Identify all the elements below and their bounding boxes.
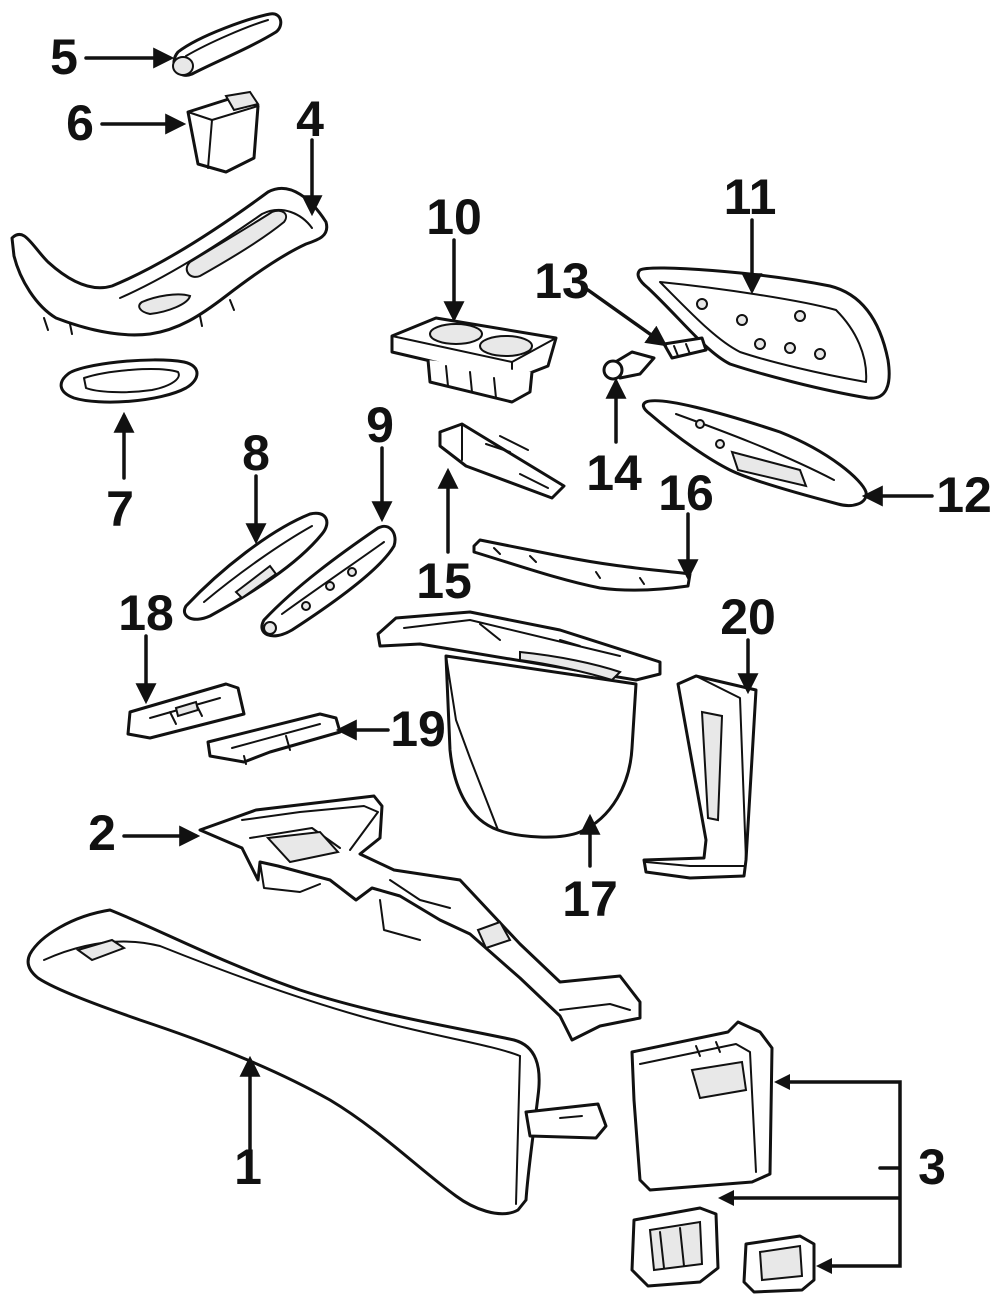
callout-8: 8	[242, 425, 270, 481]
part-5-grip-pad	[172, 12, 283, 77]
leader-3-arrow-a	[774, 1074, 790, 1090]
part-1-console-body	[26, 908, 608, 1216]
callout-13: 13	[534, 253, 590, 309]
callout-7: 7	[106, 481, 134, 537]
callout-1: 1	[234, 1139, 262, 1195]
leader-3	[726, 1080, 902, 1268]
part-17-storage-bin	[376, 610, 662, 839]
callout-4: 4	[296, 91, 324, 147]
part-14-knob	[602, 350, 656, 381]
callout-3: 3	[918, 1139, 946, 1195]
callout-2: 2	[88, 805, 116, 861]
callout-17: 17	[562, 871, 618, 927]
part-4-console-top-bezel	[10, 186, 329, 337]
part-2-console-base	[198, 794, 642, 1042]
part-20-side-bracket	[642, 674, 758, 880]
part-3-rear-trim-panel	[630, 1020, 774, 1192]
part-13-latch	[662, 336, 708, 360]
leader-lines	[84, 47, 934, 1274]
callout-14: 14	[586, 445, 642, 501]
leader-3-arrow-c	[816, 1258, 832, 1274]
callout-20: 20	[720, 589, 776, 645]
callout-11: 11	[724, 169, 777, 225]
part-12-lid-inner-panel	[641, 399, 868, 507]
callout-16: 16	[658, 465, 714, 521]
part-19-bracket	[206, 712, 342, 765]
callout-9: 9	[366, 397, 394, 453]
part-3-vent-large	[630, 1206, 720, 1288]
part-15-bracket	[438, 422, 566, 500]
callout-6: 6	[66, 95, 94, 151]
part-10-cup-holder	[390, 316, 558, 404]
part-7-ring-trim	[59, 358, 199, 404]
callout-labels: 1 2 3 4 5 6 7 8 9 10 11 12 13 14 15 16 1…	[50, 29, 992, 1195]
leader-3-arrow-b	[718, 1190, 734, 1206]
callout-10: 10	[426, 189, 482, 245]
callout-18: 18	[118, 585, 174, 641]
part-3-vent-small	[742, 1234, 816, 1294]
callout-12: 12	[936, 467, 992, 523]
leader-13	[586, 288, 668, 347]
callout-5: 5	[50, 29, 78, 85]
part-18-small-bracket	[126, 682, 246, 740]
callout-15: 15	[416, 553, 472, 609]
callout-19: 19	[390, 701, 446, 757]
part-16-trim-strip	[472, 538, 692, 592]
part-11-lid-panel	[636, 266, 891, 400]
part-8-side-rail	[183, 511, 329, 621]
part-9-side-rail	[260, 525, 397, 638]
part-6-cup-insert	[186, 90, 260, 174]
